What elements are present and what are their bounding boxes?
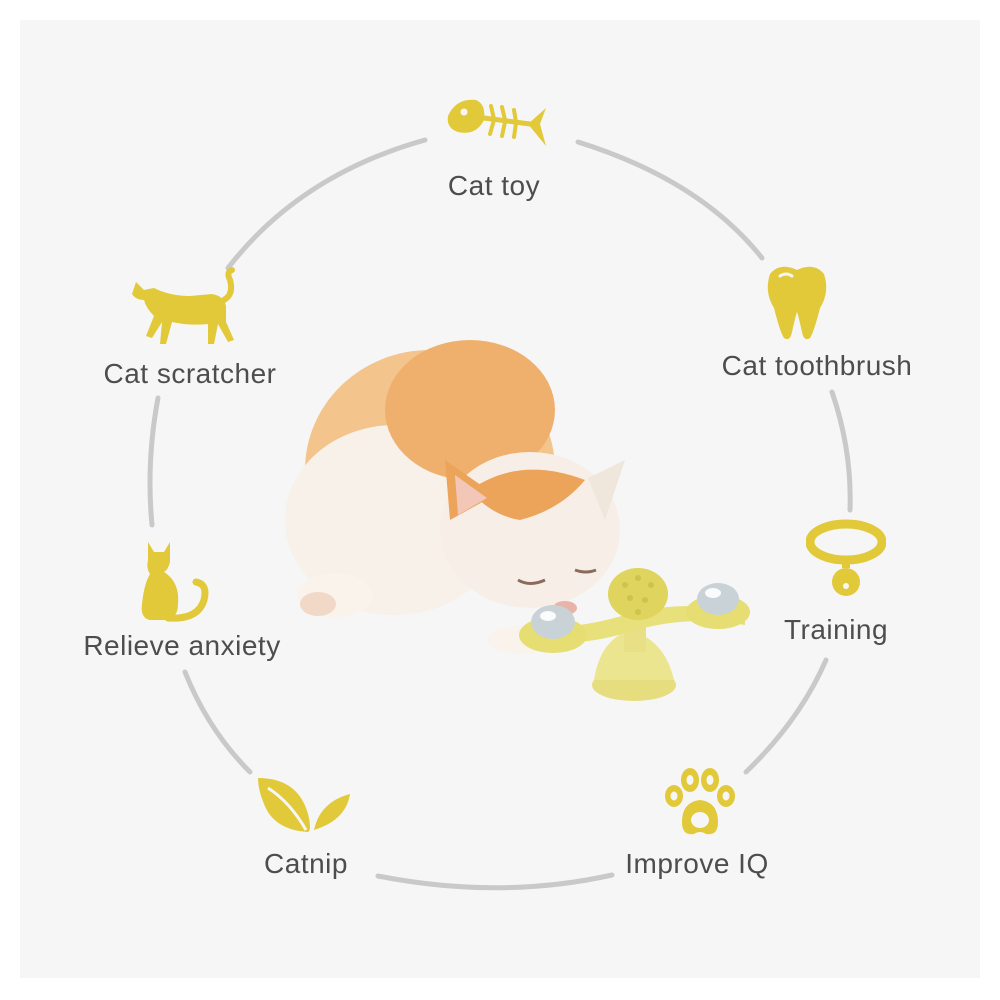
collar-bell-icon [806, 518, 886, 602]
ring-segment-bottom [375, 872, 615, 891]
tooth-icon [762, 262, 832, 342]
ring-segment-left-lower [182, 669, 253, 775]
ring-segment-left-upper [147, 395, 161, 528]
feature-label-catnip: Catnip [264, 848, 348, 879]
feature-label-training: Training [783, 614, 889, 645]
feature-label-cat-toy: Cat toy [447, 170, 541, 201]
ring-segment-right-upper [829, 389, 853, 513]
ring-segment-top-right [575, 139, 765, 261]
fish-bone-icon [442, 92, 550, 156]
paw-icon [660, 766, 738, 840]
leaf-icon [254, 774, 354, 836]
feature-label-cat-toothbrush: Cat toothbrush [721, 350, 913, 381]
kitten [285, 340, 625, 654]
feature-label-improve-iq: Improve IQ [625, 848, 769, 879]
ring-segment-right-lower [743, 657, 829, 775]
walking-cat-icon [130, 266, 242, 348]
feature-label-relieve-anxiety: Relieve anxiety [83, 630, 281, 661]
sitting-cat-icon [138, 538, 218, 622]
windmill-toy [519, 568, 750, 701]
ring-segment-top-left [225, 137, 428, 271]
feature-label-cat-scratcher: Cat scratcher [103, 358, 277, 389]
